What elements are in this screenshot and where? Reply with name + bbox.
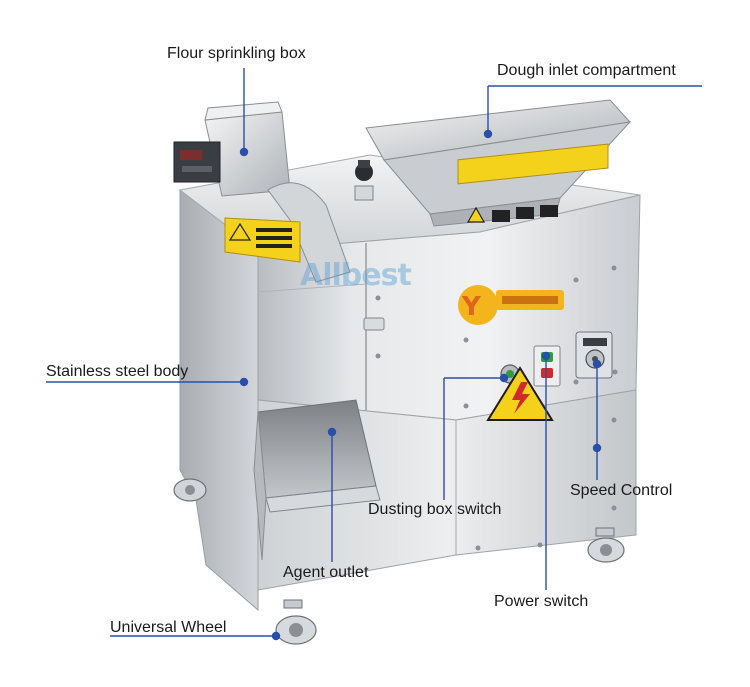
label-agent-outlet: Agent outlet — [283, 564, 369, 581]
wheel-back-left — [173, 478, 207, 502]
watermark-logo: Allbest — [300, 258, 412, 293]
brand-badge: Y — [458, 285, 564, 325]
leader-lines — [46, 68, 702, 641]
agent-outlet-chute — [257, 399, 377, 499]
label-dough-inlet-compartment: Dough inlet compartment — [497, 62, 676, 79]
wheels — [173, 478, 625, 645]
door-latch — [363, 317, 385, 331]
adjustment-knob — [354, 160, 374, 201]
svg-text:Y: Y — [461, 292, 482, 322]
wheel-front-left — [275, 599, 317, 645]
label-speed-control: Speed Control — [570, 482, 673, 499]
roller-housing — [267, 182, 351, 283]
lightning-icon — [512, 382, 530, 414]
label-flour-sprinkling-box: Flour sprinkling box — [167, 45, 306, 62]
label-stainless-steel-body: Stainless steel body — [46, 363, 189, 380]
left-warning-label — [224, 217, 301, 263]
label-power-switch: Power switch — [494, 593, 589, 610]
speed-control-box — [575, 331, 613, 379]
label-universal-wheel: Universal Wheel — [110, 619, 227, 636]
label-dusting-box-switch: Dusting box switch — [368, 501, 502, 518]
warning-triangle-icon — [486, 366, 554, 421]
wheel-front-right — [587, 527, 625, 563]
top-warning-labels — [457, 143, 609, 223]
panel-rivets — [375, 265, 618, 409]
flour-sprinkling-box — [173, 101, 291, 197]
